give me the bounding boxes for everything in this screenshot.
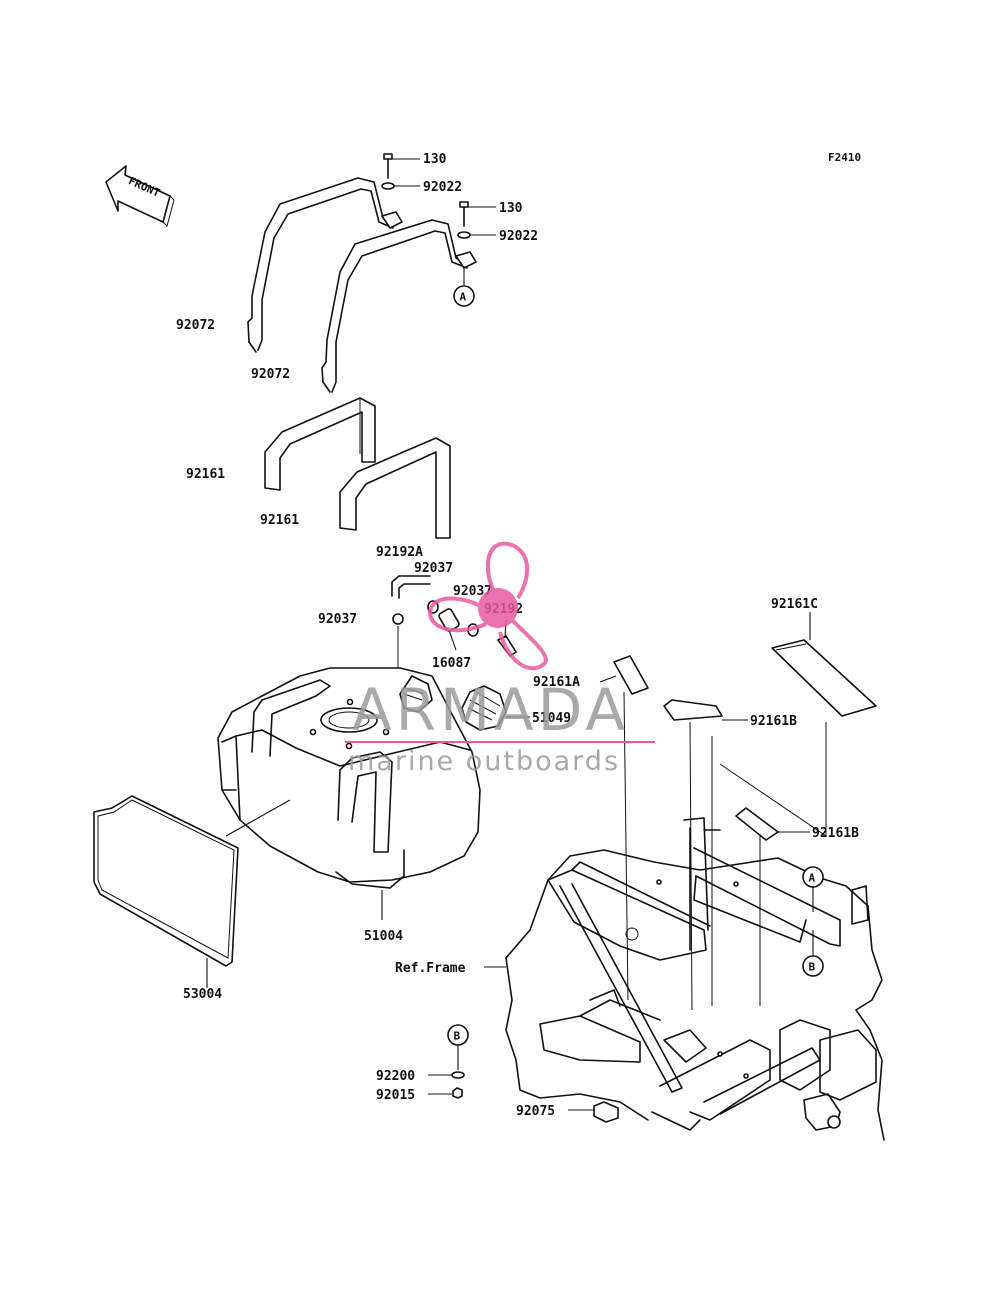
label-51049: 51049 [532,711,571,726]
fuel-tank-strap-front [321,219,477,393]
label-92072-rear: 92072 [176,318,215,333]
pad-92161B-upper [663,699,748,721]
label-92072-front: 92072 [251,367,290,382]
watermark-brand: ARMADA [352,676,629,744]
fuel-tank-strap-rear [247,177,403,353]
label-92075: 92075 [516,1104,555,1119]
fuel-cap-51049 [461,685,530,731]
clamp-92037-c [392,613,404,625]
callout-a-upper-label: A [460,291,467,304]
breather-hose-92192A [391,575,431,599]
front-arrow-icon: FRONT [105,165,175,227]
label-ref-frame: Ref.Frame [395,961,466,976]
pad-92161A [599,655,649,695]
figure-code: F2410 [828,151,861,164]
label-92037-c: 92037 [318,612,357,627]
label-92161B-lower: 92161B [812,826,859,841]
callout-b-lower-label: B [454,1030,461,1043]
washer-92022-lower [457,231,496,239]
armada-watermark: ARMADA marine outboards [345,541,655,777]
fuel-tank-51004 [217,667,481,889]
label-92161A: 92161A [533,675,580,690]
label-92161B-upper: 92161B [750,714,797,729]
washer-92022-upper [381,182,420,190]
label-92200: 92200 [376,1069,415,1084]
vehicle-frame [505,817,885,1141]
propeller-logo-icon [427,541,548,671]
callout-b-frame: B [802,930,824,977]
label-130-lower: 130 [499,201,523,216]
label-92022-upper: 92022 [423,180,462,195]
callout-b-frame-label: B [809,961,816,974]
label-92015: 92015 [376,1088,415,1103]
callout-b-lower: B [447,1024,469,1070]
label-92037-b: 92037 [453,584,492,599]
pad-92161C [771,612,877,717]
label-51004: 51004 [364,929,403,944]
callout-a-upper: A [453,266,475,307]
watermark-tagline: marine outboards [348,746,620,777]
pad-92075 [568,1101,619,1123]
label-92161-front: 92161 [260,513,299,528]
label-92161C: 92161C [771,597,818,612]
pad-92161B-lower [735,807,810,841]
label-92192A: 92192A [376,545,423,560]
washer-92200 [428,1071,465,1079]
callout-a-frame: A [802,866,824,912]
nut-92015 [428,1087,463,1099]
part-labels: 130 92022 130 92022 92072 92072 92161 92… [176,152,859,1119]
bolt-130-lower [459,201,496,227]
label-53004: 53004 [183,987,222,1002]
label-16087: 16087 [432,656,471,671]
heat-shield-53004 [93,795,291,988]
strap-pad-front [339,437,451,539]
strap-pad-rear [264,397,376,491]
label-92022-lower: 92022 [499,229,538,244]
bolt-130-upper [383,153,420,179]
label-130-upper: 130 [423,152,447,167]
label-92037-a: 92037 [414,561,453,576]
label-92161-rear: 92161 [186,467,225,482]
callout-a-frame-label: A [809,872,816,885]
